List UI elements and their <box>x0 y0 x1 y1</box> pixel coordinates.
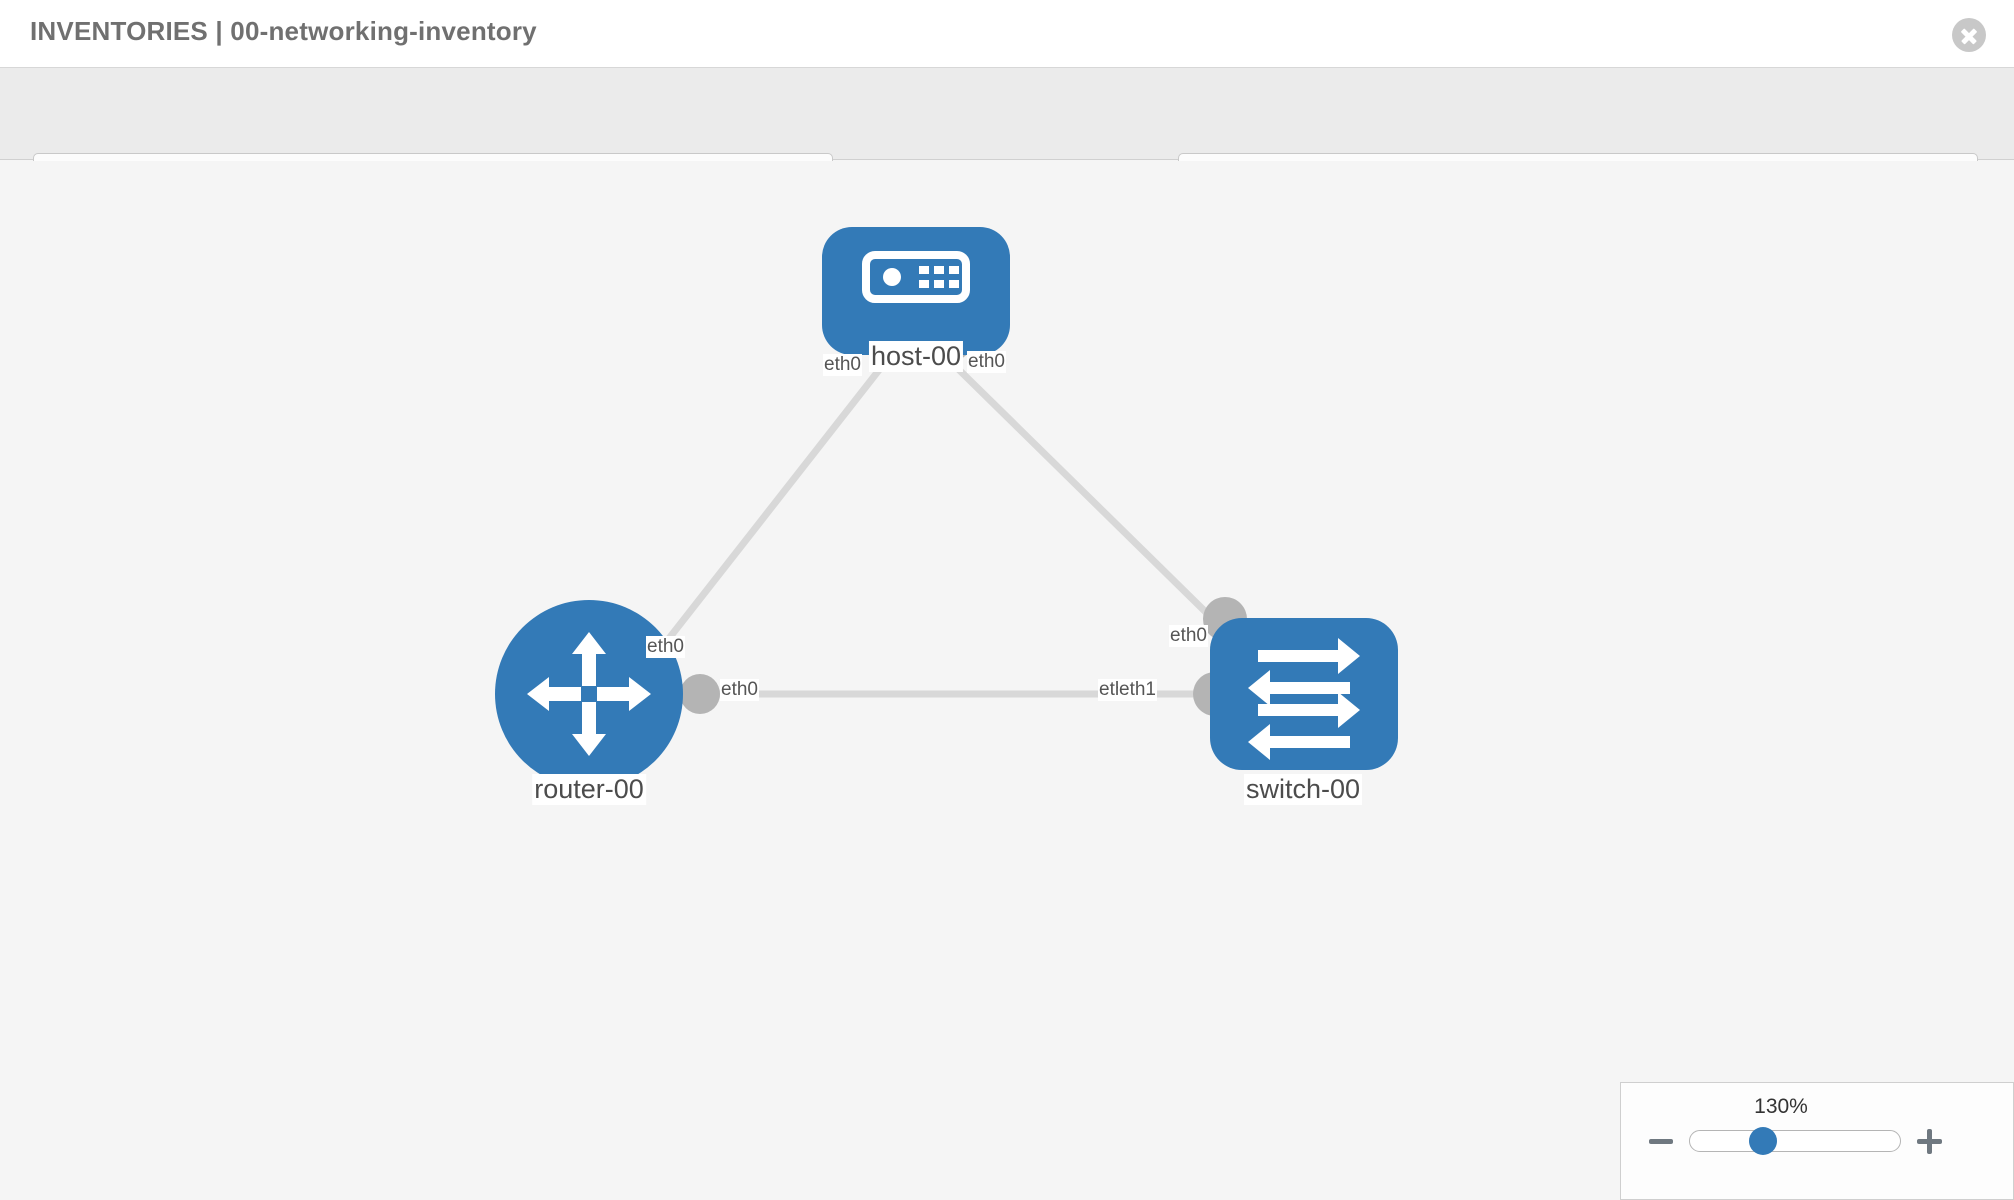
switch-arrows-icon <box>1248 638 1360 760</box>
page-header: INVENTORIES | 00-networking-inventory <box>0 0 2014 68</box>
zoom-control-panel: 130% <box>1620 1082 2014 1200</box>
edge-label: eth0 <box>967 351 1006 373</box>
connector-router-right <box>680 674 720 714</box>
node-label-host-00[interactable]: host-00 <box>868 341 964 372</box>
topology-graph <box>495 227 1398 788</box>
node-host-00 <box>822 227 1010 355</box>
plus-icon[interactable] <box>1917 1129 1942 1154</box>
edge-label: eth0 <box>1169 625 1208 647</box>
page-title: INVENTORIES | 00-networking-inventory <box>30 16 537 46</box>
node-label-switch-00[interactable]: switch-00 <box>1243 774 1363 805</box>
edge-label: eth0 <box>646 636 685 658</box>
zoom-level-value: 130% <box>1754 1095 1808 1118</box>
minus-icon[interactable] <box>1649 1139 1673 1144</box>
link-host-switch <box>942 353 1228 634</box>
topology-links <box>617 353 1228 704</box>
close-icon[interactable] <box>1952 18 1986 52</box>
zoom-slider-thumb[interactable] <box>1749 1127 1777 1155</box>
topology-canvas[interactable]: eth0 eth0 eth0 eth0 eth0 eth0 eth1 host-… <box>0 161 2014 1200</box>
router-arrows-icon <box>527 632 651 756</box>
edge-label: eth0 <box>823 354 862 376</box>
edge-label: eth0 <box>720 679 759 701</box>
node-switch-00 <box>1210 618 1398 770</box>
zoom-slider[interactable] <box>1689 1130 1901 1152</box>
edge-label: eth1 <box>1118 679 1157 701</box>
server-icon <box>862 251 970 303</box>
node-router-00 <box>495 600 683 788</box>
node-label-router-00[interactable]: router-00 <box>532 774 646 805</box>
toolbar: ACTIONS SEARCH <box>0 68 2014 203</box>
